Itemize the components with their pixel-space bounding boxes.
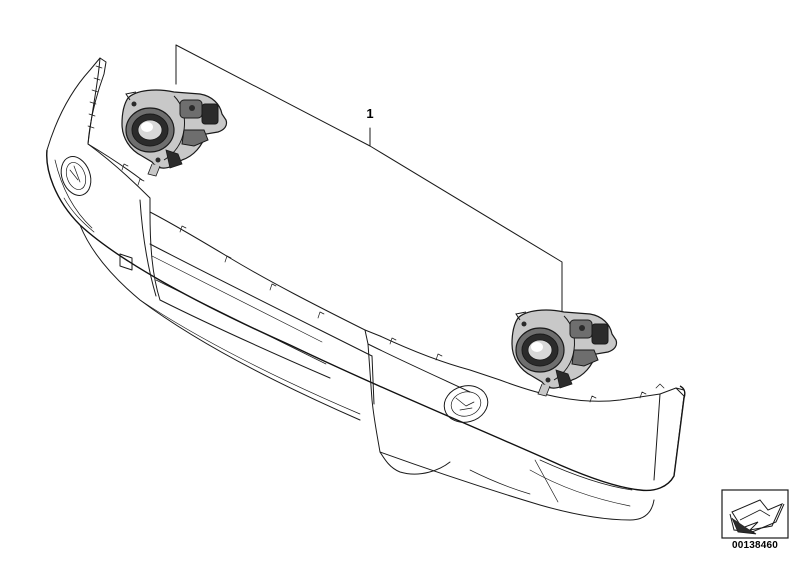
- front-bumper: [46, 57, 686, 521]
- left-fog-opening: [60, 156, 92, 196]
- fog-lamp-right: [511, 309, 618, 397]
- diagram-id: 00138460: [731, 540, 779, 551]
- callout-label: 1: [366, 106, 374, 121]
- return-arrow-icon[interactable]: [721, 489, 789, 539]
- fog-lamp-left: [121, 89, 228, 177]
- callout-leader-lines: [175, 44, 563, 315]
- right-fog-opening: [443, 385, 489, 423]
